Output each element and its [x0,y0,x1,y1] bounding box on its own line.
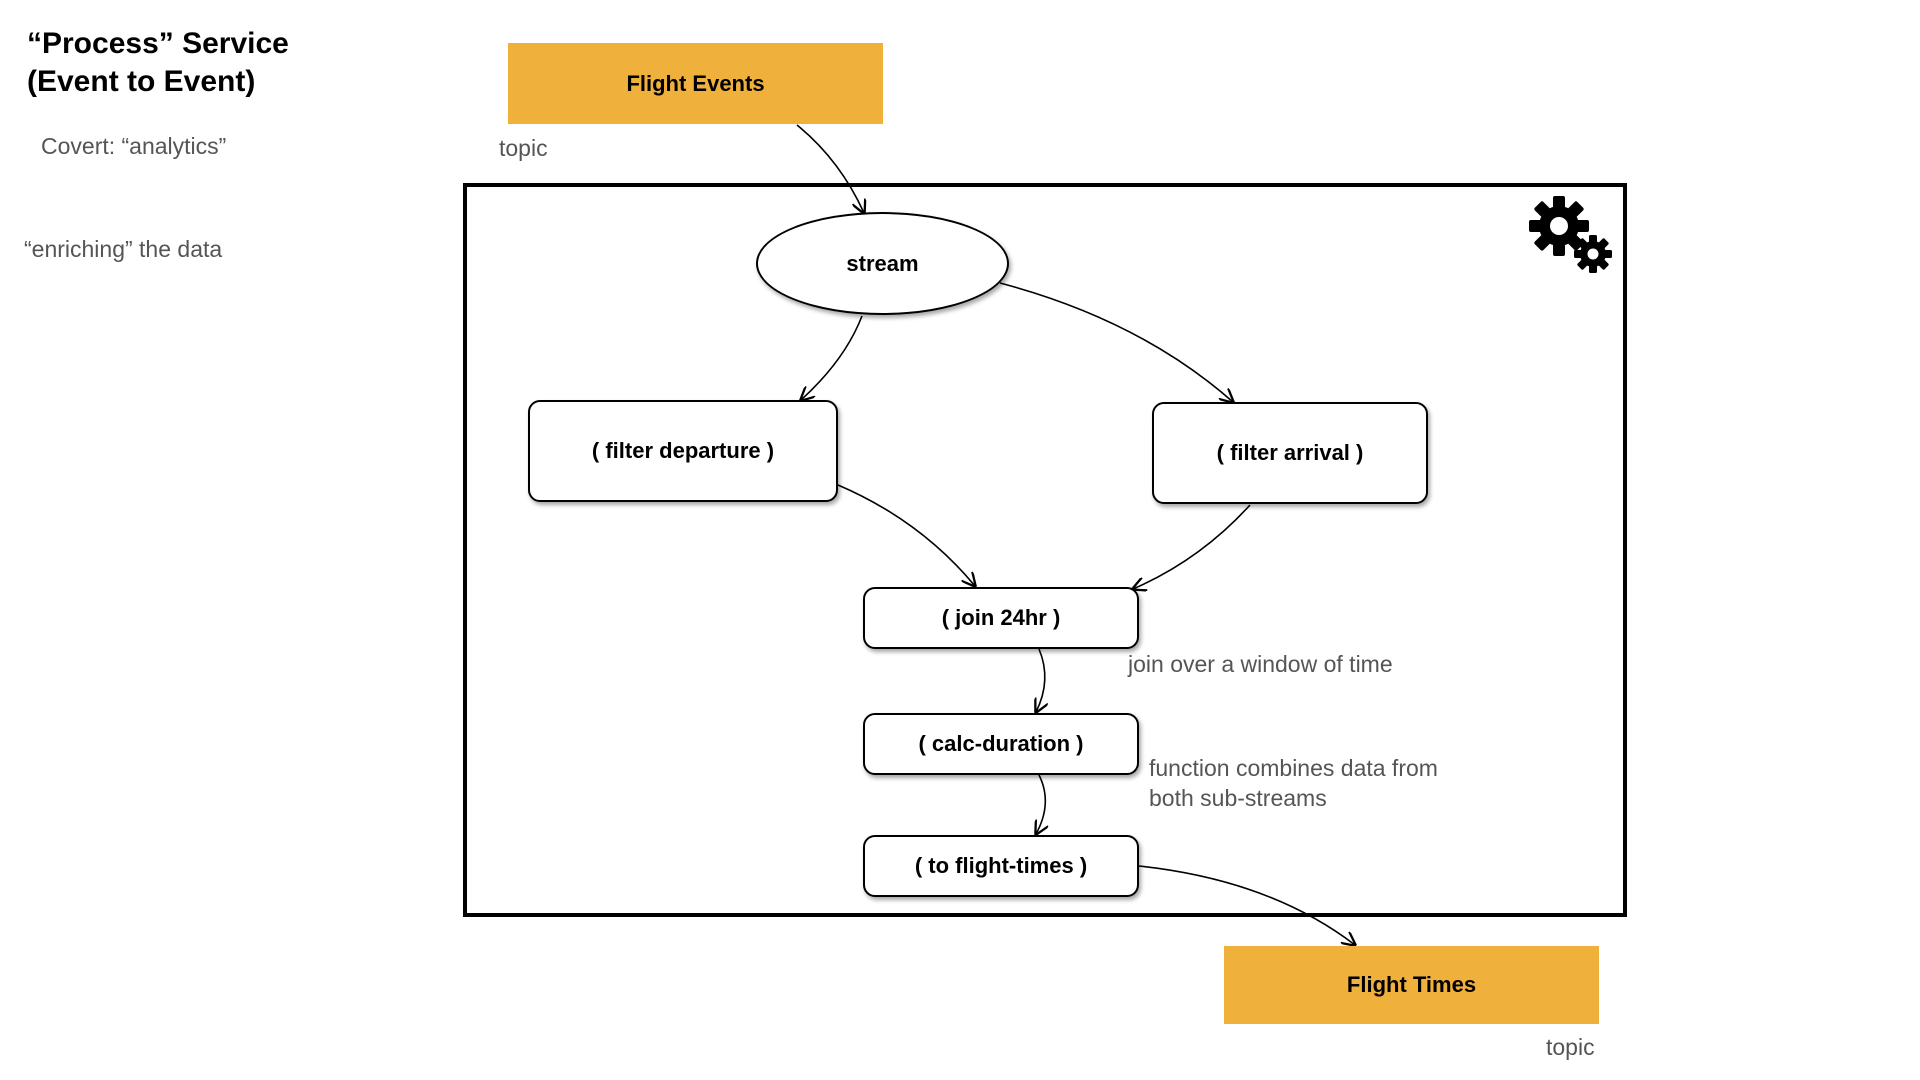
filter-arrival-label: ( filter arrival ) [1216,440,1364,465]
stream-node-label: stream [846,250,919,276]
enriching-note: “enriching” the data [24,236,223,262]
to-flight-times-node[interactable]: ( to flight-times ) [863,835,1139,897]
filter-departure-label: ( filter departure ) [591,438,775,463]
filter-departure-node[interactable]: ( filter departure ) [528,400,838,502]
to-flight-times-label: ( to flight-times ) [914,853,1088,878]
input-topic[interactable]: Flight Events [508,43,883,124]
page-title: “Process” Service (Event to Event) [27,25,289,101]
join-window-note: join over a window of time [1128,651,1393,677]
calc-duration-label: ( calc-duration ) [918,731,1084,756]
join-node[interactable]: ( join 24hr ) [863,587,1139,649]
join-node-label: ( join 24hr ) [941,605,1061,630]
title-line-1: “Process” Service [27,27,289,60]
function-note-line-2: both sub-streams [1149,785,1327,811]
input-topic-label: Flight Events [626,70,765,96]
output-topic[interactable]: Flight Times [1224,946,1599,1024]
function-note-line-1: function combines data from [1149,755,1438,781]
title-line-2: (Event to Event) [27,65,256,98]
output-topic-type-label: topic [1546,1034,1595,1060]
calc-duration-node[interactable]: ( calc-duration ) [863,713,1139,775]
stream-node[interactable]: stream [756,212,1009,315]
output-topic-label: Flight Times [1346,972,1477,997]
covert-note: Covert: “analytics” [41,133,227,159]
filter-arrival-node[interactable]: ( filter arrival ) [1152,402,1428,504]
input-topic-type-label: topic [499,135,548,161]
process-service-frame [463,183,1627,917]
gears-icon [1529,196,1612,273]
